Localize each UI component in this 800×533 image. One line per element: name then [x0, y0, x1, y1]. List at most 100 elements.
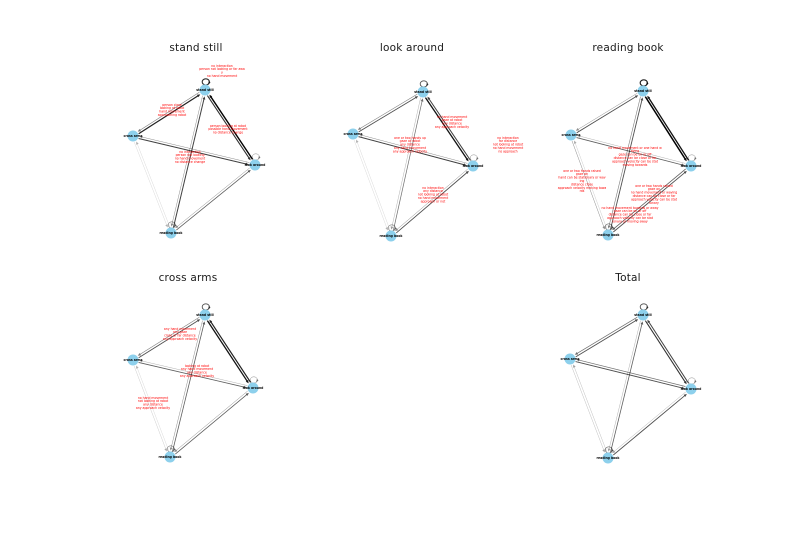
graph-edge-arrowhead	[136, 141, 139, 145]
graph-node-cross_arms	[127, 354, 139, 366]
graph-self-loop-arrowhead	[174, 224, 177, 228]
graph-node-label: cross arms	[561, 357, 580, 361]
graph-edge-arrowhead	[683, 381, 687, 385]
graph-edge-arrowhead	[574, 352, 579, 355]
graph-edge-arrowhead	[647, 319, 651, 323]
graph-edge-arrowhead	[165, 224, 168, 228]
graph-node-label: reading book	[158, 455, 182, 459]
graph-edge	[357, 141, 391, 231]
graph-edge-arrowhead	[414, 96, 419, 99]
graph-node-reading_book	[602, 452, 614, 464]
graph-edge-arrowhead	[573, 364, 576, 368]
graph-self-loop-arrowhead	[611, 449, 614, 453]
subplot-total: Total stand still cross arms look around re…	[545, 270, 755, 490]
graph-edge	[139, 316, 200, 355]
graph-edge-arrowhead	[683, 158, 687, 162]
graph-edge-arrowhead	[245, 380, 249, 384]
graph-self-loop-arrowhead	[611, 226, 614, 230]
graph-edge	[575, 361, 683, 389]
graph-self-loop-arrowhead	[646, 82, 649, 86]
graph-node-label: look around	[681, 387, 702, 391]
graph-node-reading_book	[385, 230, 397, 242]
graph-node-cross_arms	[347, 128, 359, 140]
graph-edge	[395, 172, 468, 234]
graph-node-label: stand still	[196, 313, 213, 317]
graph-self-loop-arrowhead	[173, 448, 176, 452]
graph-edge-arrowhead	[202, 96, 206, 100]
graph-node-label: cross arms	[124, 358, 143, 362]
graph-edge	[608, 96, 641, 227]
graph-self-loop-arrowhead	[694, 157, 697, 161]
graph-edge	[172, 98, 205, 228]
graph-edge	[576, 316, 638, 354]
graph-edge-arrowhead	[612, 450, 616, 454]
graph-edge-arrowhead	[243, 385, 247, 389]
graph-edge-arrowhead	[247, 157, 251, 161]
graph-edge-arrowhead	[634, 319, 639, 322]
graph-edge	[176, 171, 250, 231]
graph-edge	[613, 168, 686, 229]
graph-node-stand_still	[637, 309, 649, 321]
graph-node-stand_still	[199, 84, 211, 96]
graph-edge-arrowhead	[136, 365, 139, 369]
graph-edge-arrowhead	[602, 226, 606, 230]
graph-edge	[608, 320, 641, 450]
graph-edge-arrowhead	[137, 352, 142, 356]
graph-edge-arrowhead	[575, 128, 580, 131]
graph-node-label: stand still	[634, 313, 651, 317]
graph-edge-arrowhead	[209, 94, 213, 98]
graph-edge	[206, 95, 250, 159]
graph-node-label: look around	[681, 164, 702, 168]
graph-edge-arrowhead	[607, 225, 611, 229]
graph-edge	[613, 172, 686, 233]
graph-edge	[644, 96, 686, 160]
graph-cross-arms: stand still cross arms look around reading …	[124, 303, 264, 463]
graph-self-loop-arrowhead	[476, 157, 479, 161]
subplot-title-cross-arms: cross arms	[158, 272, 218, 284]
graph-edge	[141, 136, 250, 163]
graph-edge-arrowhead	[164, 448, 167, 452]
graph-edge-arrowhead	[202, 321, 206, 325]
graph-edge	[171, 95, 203, 225]
subplot-title-total: Total	[615, 272, 641, 284]
graph-self-loop-arrowhead	[646, 306, 649, 310]
graph-self-loop-arrowhead	[694, 380, 697, 384]
graph-node-label: look around	[243, 386, 264, 390]
subplot-title-look-around: look around	[379, 42, 445, 54]
graph-edge	[610, 99, 643, 230]
subplot-title-reading-book: reading book	[592, 42, 664, 54]
graph-edge	[358, 97, 417, 133]
graph-edge	[361, 134, 468, 164]
subplot-cross-arms: cross arms stand still cross arms look aro…	[100, 270, 310, 490]
graph-edge	[391, 97, 421, 228]
graph-edge-arrowhead	[577, 134, 581, 138]
graph-node-label: reading book	[596, 233, 620, 237]
graph-edge-arrowhead	[385, 227, 389, 231]
graph-edge	[138, 320, 199, 359]
graph-node-cross_arms	[564, 353, 576, 365]
graph-node-label: reading book	[596, 456, 620, 460]
graph-edge-arrowhead	[390, 226, 394, 230]
graph-self-loop-arrowhead	[256, 379, 259, 383]
graph-edge-arrowhead	[169, 447, 173, 451]
graph-edge-arrowhead	[465, 158, 469, 162]
graph-edge	[648, 321, 690, 384]
graph-edge-arrowhead	[647, 95, 651, 99]
graph-edge	[577, 92, 638, 130]
graph-node-label: reading book	[379, 234, 403, 238]
subplot-title-stand-still: stand still	[169, 42, 223, 54]
graph-node-reading_book	[165, 227, 177, 239]
graph-edge	[175, 390, 248, 451]
graph-edge-arrowhead	[463, 163, 467, 167]
graph-edge-arrowhead	[247, 169, 251, 173]
